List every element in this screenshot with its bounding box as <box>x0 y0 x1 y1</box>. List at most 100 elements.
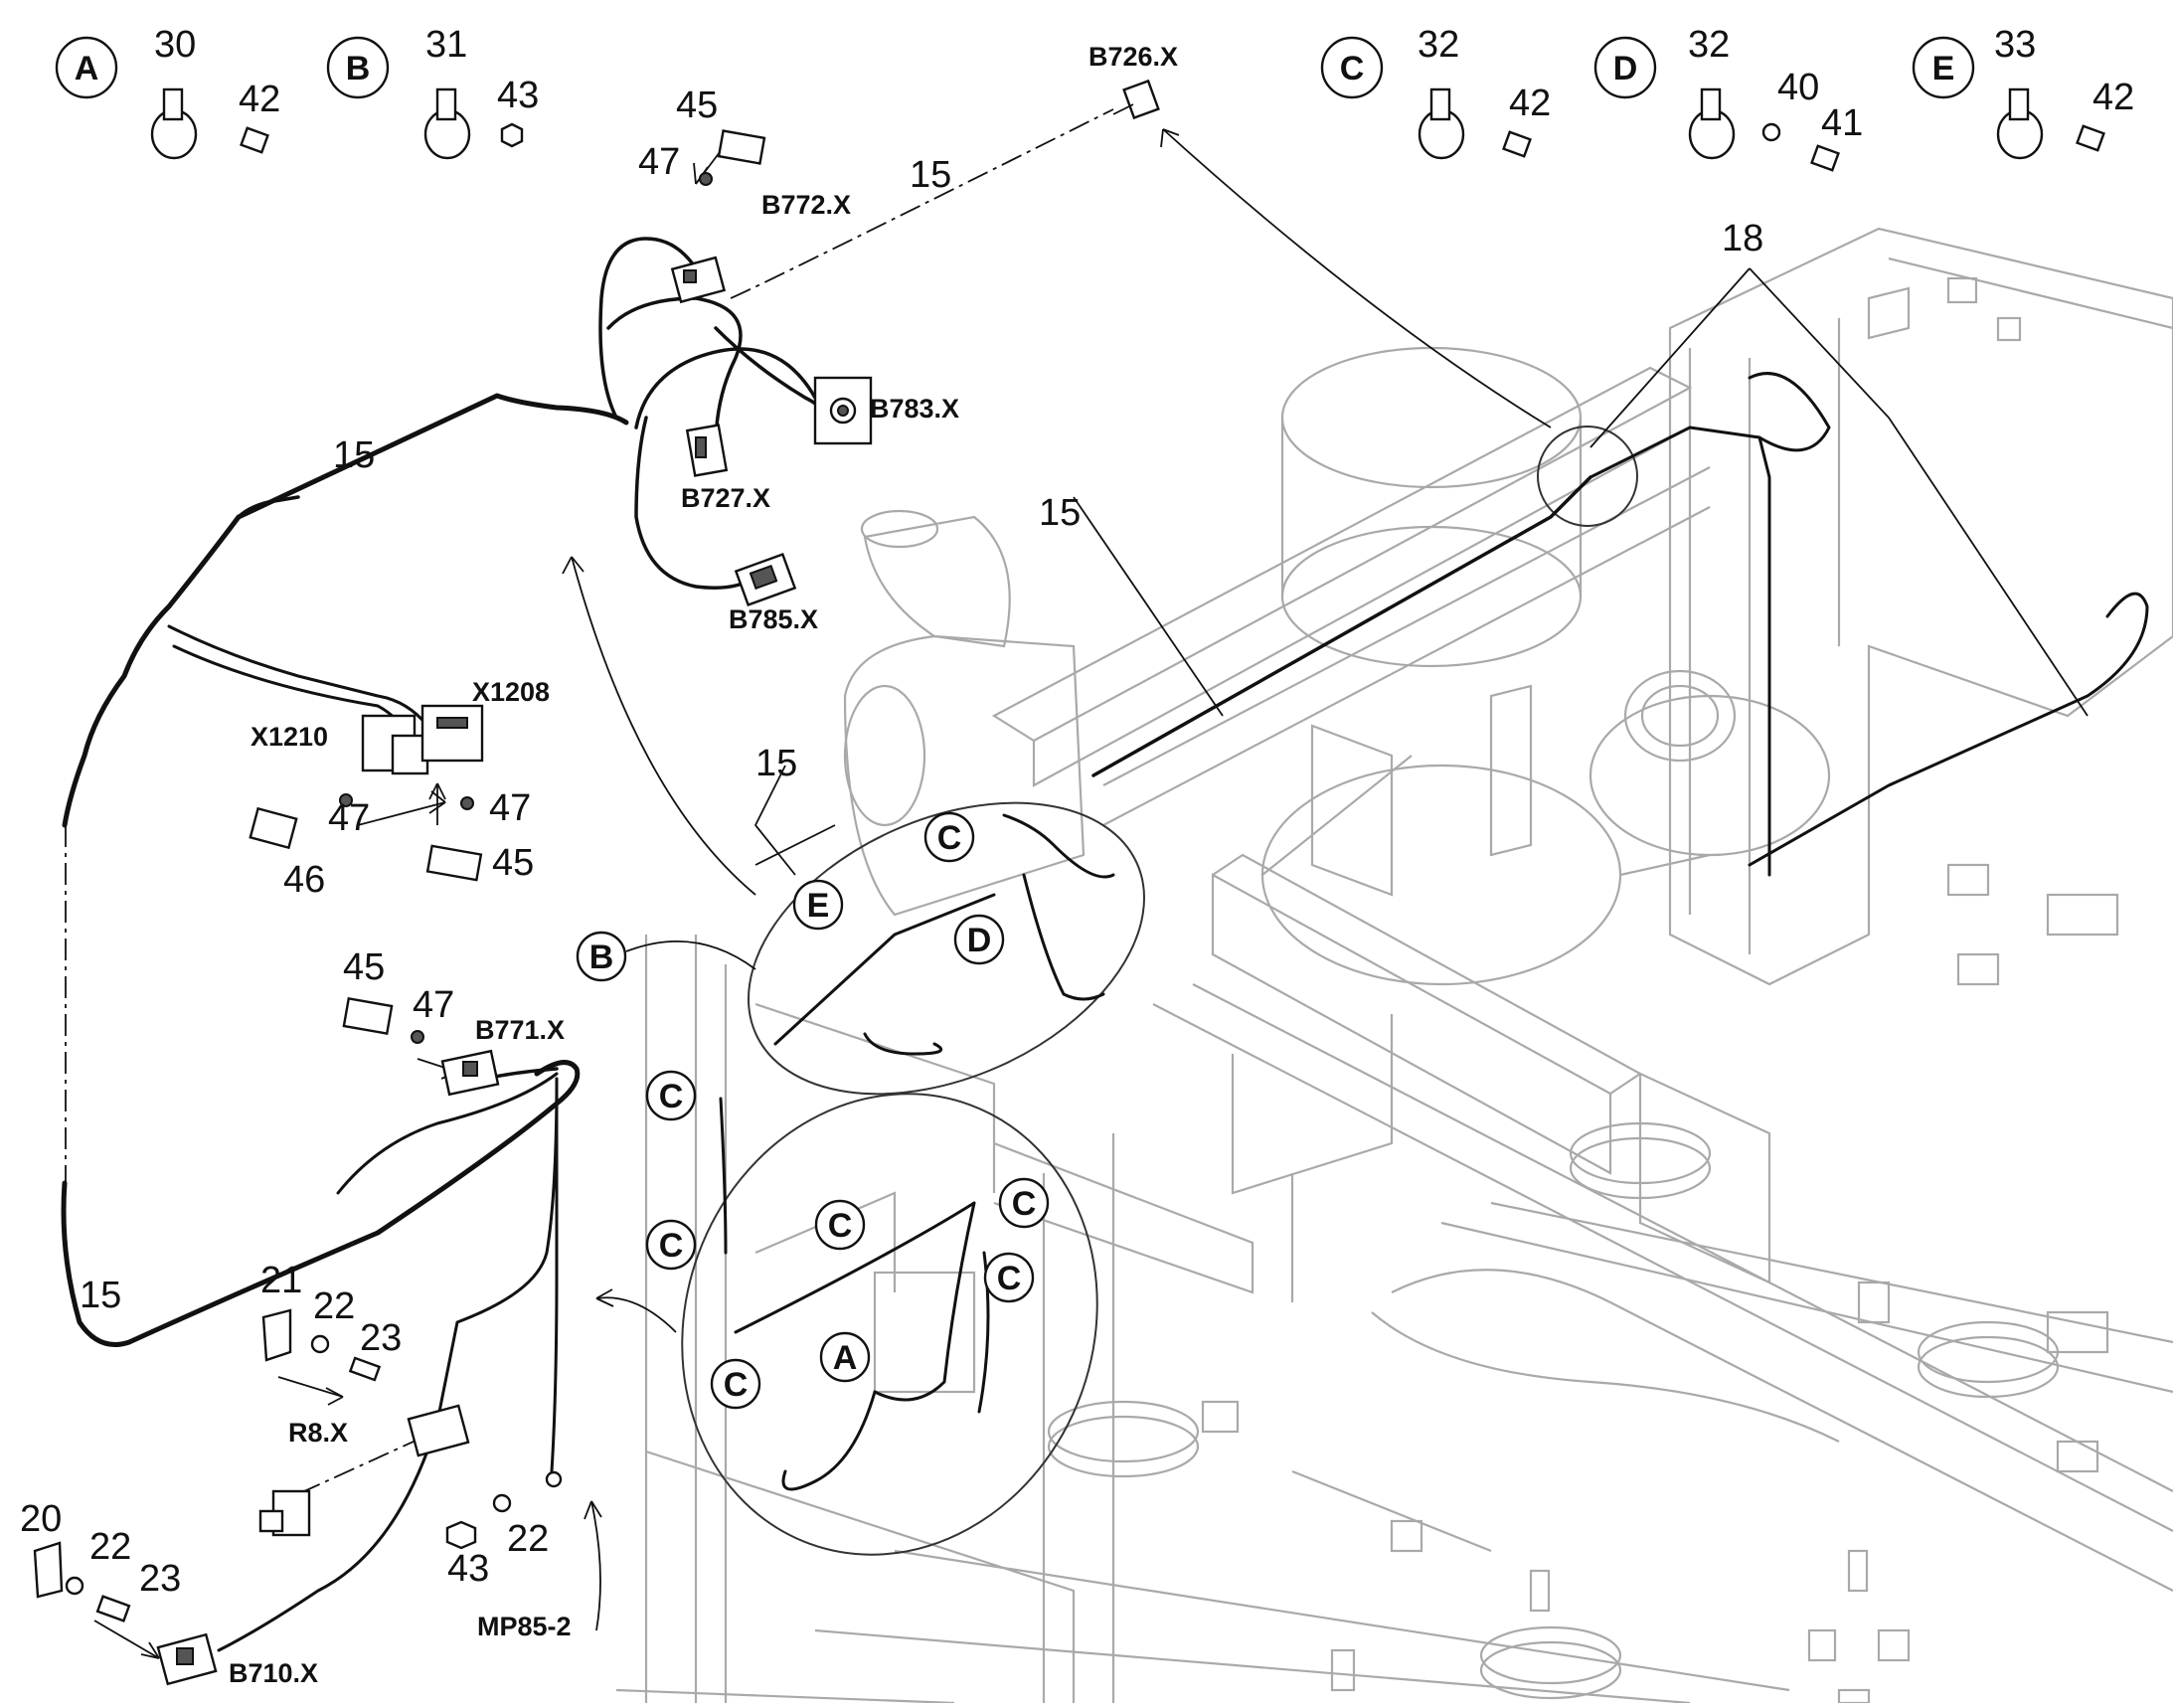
callout-c-top: C <box>923 811 975 863</box>
label-x1210: X1210 <box>251 722 328 752</box>
detail-view-b: B 31 43 <box>326 24 539 116</box>
part-22-top: 22 <box>313 1285 355 1327</box>
part-47-mid: 47 <box>328 797 370 839</box>
hardware-part-45-top <box>717 129 766 165</box>
hardware-part-45-mid <box>425 844 483 882</box>
detail-view-c: C 32 42 <box>1320 24 1551 124</box>
callout-c-right1: C <box>998 1177 1050 1229</box>
detail-d-washer-number: 40 <box>1777 67 1819 108</box>
callout-a: A <box>819 1331 871 1383</box>
hardware-screw-23-top <box>348 1356 382 1382</box>
callout-b-letter: B <box>589 939 614 976</box>
hardware-part-47-lower <box>411 1030 424 1044</box>
callout-c-left2: C <box>645 1219 697 1271</box>
detail-a-circle <box>55 36 118 99</box>
callout-c-bottom: C <box>710 1358 761 1410</box>
label-b771: B771.X <box>475 1015 565 1045</box>
detail-d-clip-shape <box>1688 87 1840 172</box>
route-line-b726 <box>730 108 1114 299</box>
part-22-bottom: 22 <box>89 1526 131 1568</box>
connector-b727-shape <box>685 424 729 477</box>
detail-d-clip-number: 32 <box>1688 24 1730 66</box>
part-15-bottom: 15 <box>80 1275 121 1316</box>
part-20: 20 <box>20 1498 62 1540</box>
detail-b-circle <box>326 36 390 99</box>
callout-c-letter: C <box>997 1260 1022 1297</box>
detail-view-a: A 30 42 <box>55 24 280 120</box>
hardware-bracket-21 <box>261 1308 292 1362</box>
part-45-top: 45 <box>676 85 718 126</box>
callout-c-right2: C <box>983 1252 1035 1303</box>
hardware-nut-43 <box>445 1520 477 1550</box>
connector-b771-shape <box>440 1049 500 1097</box>
hardware-part-47-top <box>699 172 713 186</box>
detail-c-circle <box>1320 36 1384 99</box>
detail-circle-top-right <box>1537 426 1638 527</box>
detail-a-clip-shape <box>150 87 269 160</box>
label-mp85: MP85-2 <box>477 1612 572 1641</box>
detail-d-circle <box>1593 36 1657 99</box>
detail-c-letter: C <box>1340 50 1365 87</box>
callout-c-letter: C <box>1012 1185 1037 1223</box>
detail-ellipse-lower <box>681 1093 1098 1556</box>
callout-c-left1: C <box>645 1070 697 1121</box>
detail-e-screw-number: 42 <box>2092 77 2134 118</box>
label-b710: B710.X <box>229 1658 318 1688</box>
hardware-part-46 <box>249 806 298 850</box>
detail-a-clip-number: 30 <box>154 24 196 66</box>
callout-c-letter: C <box>937 819 962 857</box>
connector-b783-shape <box>813 376 873 445</box>
part-15-top: 15 <box>910 154 951 196</box>
callout-a-letter: A <box>833 1339 858 1377</box>
part-15-mid: 15 <box>755 743 797 784</box>
connector-x1210-shape <box>361 714 429 775</box>
hardware-screw-23-bottom <box>95 1595 131 1623</box>
part-18: 18 <box>1722 218 1763 259</box>
detail-e-letter: E <box>1932 50 1955 87</box>
part-15-left: 15 <box>333 434 375 476</box>
detail-e-circle <box>1912 36 1975 99</box>
detail-b-nut-number: 43 <box>497 75 539 116</box>
hardware-washer-22-mp <box>492 1493 512 1513</box>
callout-e-letter: E <box>807 887 830 925</box>
label-r8: R8.X <box>288 1418 348 1448</box>
hardware-part-47-mid <box>339 793 353 807</box>
label-b783: B783.X <box>870 394 959 424</box>
label-b772: B772.X <box>761 190 851 220</box>
part-43: 43 <box>447 1548 489 1590</box>
chassis-frame <box>615 227 2173 1705</box>
detail-e-clip-shape <box>1996 87 2105 160</box>
part-22-mp: 22 <box>507 1518 549 1560</box>
callout-d: D <box>953 914 1005 965</box>
hardware-part-45-lower <box>342 997 394 1035</box>
detail-a-screw-number: 42 <box>239 79 280 120</box>
detail-b-clip-number: 31 <box>425 24 467 66</box>
callout-c-mid: C <box>814 1199 866 1251</box>
detail-view-d: D 32 40 41 <box>1593 24 1863 144</box>
label-b727: B727.X <box>681 483 770 513</box>
hardware-bracket-20 <box>33 1541 64 1599</box>
callout-b: B <box>576 931 627 982</box>
detail-b-letter: B <box>346 50 371 87</box>
part-45-lower: 45 <box>343 946 385 988</box>
detail-view-e: E 33 42 <box>1912 24 2134 118</box>
part-45-mid: 45 <box>492 842 534 884</box>
detail-e-clip-number: 33 <box>1994 24 2036 66</box>
part-15-center: 15 <box>1039 492 1081 534</box>
detail-ellipse-upper <box>748 801 1145 1096</box>
detail-a-letter: A <box>75 50 99 87</box>
callout-c-letter: C <box>724 1366 749 1404</box>
detail-d-letter: D <box>1613 50 1638 87</box>
detail-d-screw-number: 41 <box>1821 102 1863 144</box>
connector-b710-shape <box>156 1632 218 1686</box>
callout-d-letter: D <box>967 922 992 959</box>
hardware-washer-22-top <box>310 1334 330 1354</box>
part-23-bottom: 23 <box>139 1558 181 1600</box>
callout-c-letter: C <box>659 1078 684 1115</box>
callout-c-letter: C <box>828 1207 853 1245</box>
label-b726: B726.X <box>1088 42 1178 72</box>
label-b785: B785.X <box>729 604 818 634</box>
connector-b772-shape <box>670 256 727 304</box>
callout-c-letter: C <box>659 1227 684 1265</box>
